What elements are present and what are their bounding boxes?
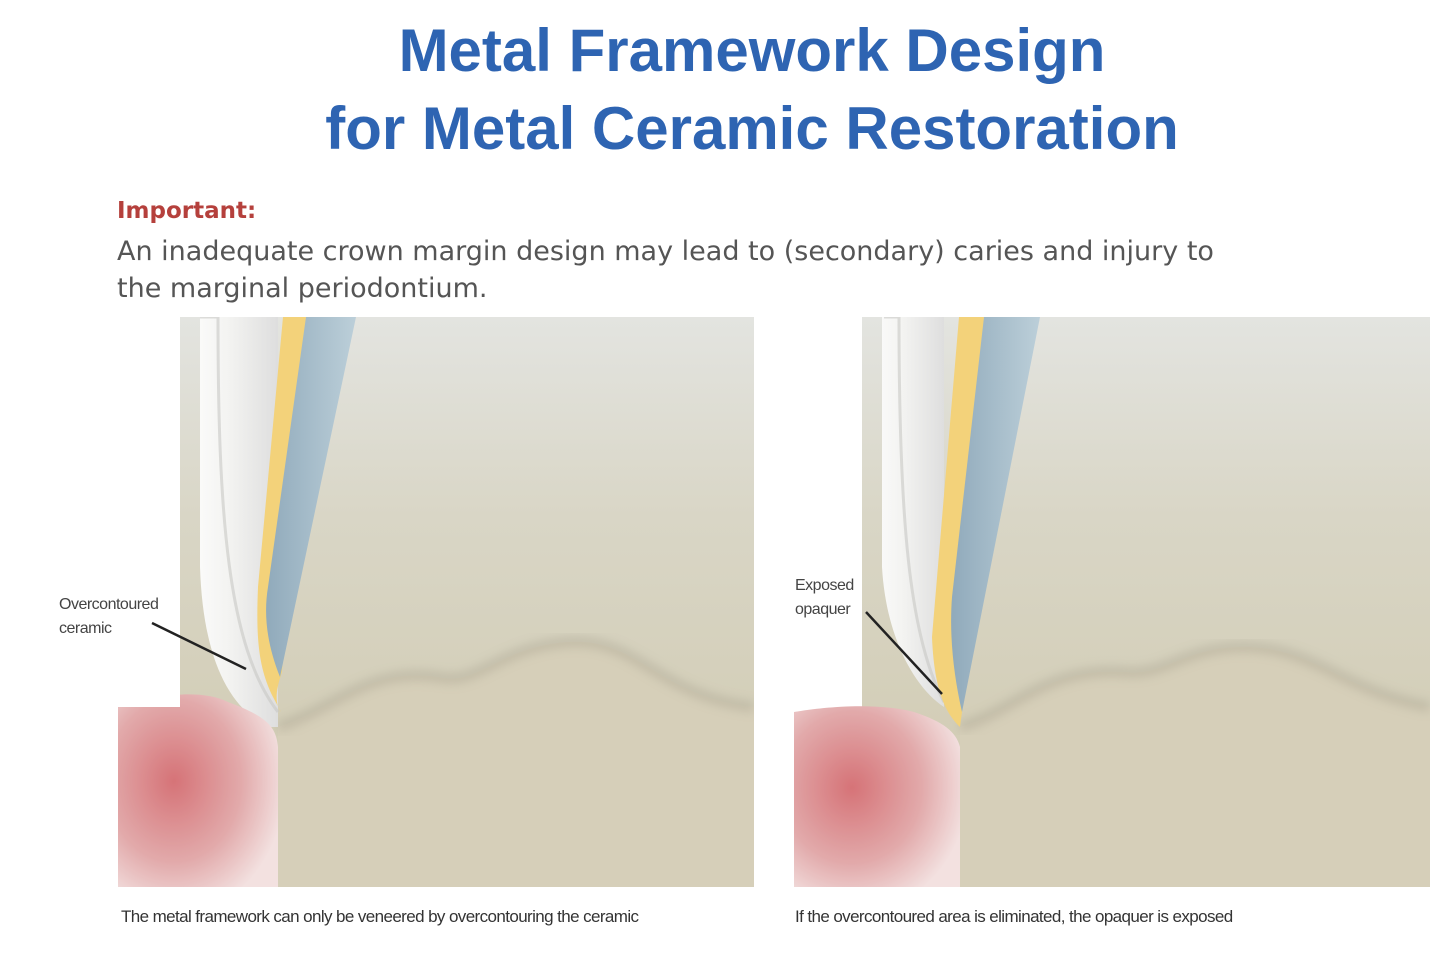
slide-title-line-2: for Metal Ceramic Restoration xyxy=(325,95,1179,162)
important-label: Important: xyxy=(117,198,257,224)
callout-line2: opaquer xyxy=(795,601,851,618)
diagram-overcontoured xyxy=(118,317,754,887)
callout-line2: ceramic xyxy=(59,620,112,637)
callout-line-exposed xyxy=(865,611,943,695)
tooth-cross-section-right xyxy=(794,317,1430,887)
callout-exposed-opaquer: Exposed opaquer xyxy=(795,574,854,622)
diagram-exposed-opaquer xyxy=(794,317,1430,887)
caption-left: The metal framework can only be veneered… xyxy=(121,907,639,926)
callout-line1: Overcontoured xyxy=(59,596,159,613)
callout-overcontoured-ceramic: Overcontoured ceramic xyxy=(59,593,159,641)
important-text: An inadequate crown margin design may le… xyxy=(117,236,1214,304)
caption-right: If the overcontoured area is eliminated,… xyxy=(795,907,1233,926)
tooth-cross-section-left xyxy=(118,317,754,887)
slide-title-line-1: Metal Framework Design xyxy=(398,17,1106,84)
callout-line-overcontoured xyxy=(151,621,247,671)
callout-line1: Exposed xyxy=(795,577,854,594)
